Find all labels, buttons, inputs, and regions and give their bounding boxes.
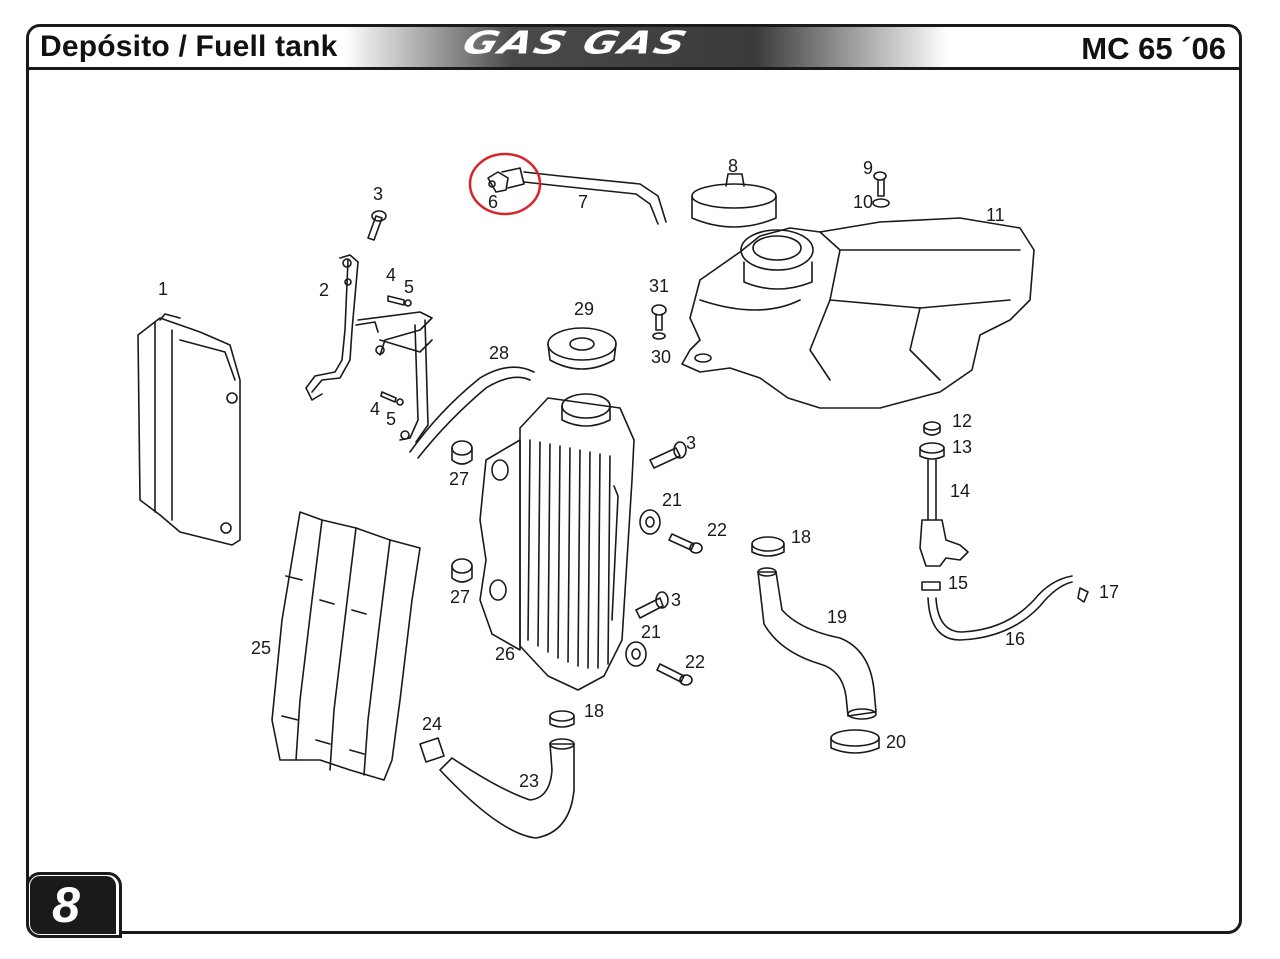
callout-19: 19: [827, 607, 847, 627]
callout-18: 18: [791, 527, 811, 547]
highlight-circle: [468, 152, 542, 216]
part-25-radiator-guard: [271, 511, 421, 781]
part-2-bracket: [305, 254, 433, 443]
callout-14: 14: [950, 481, 970, 501]
callout-3: 3: [373, 184, 383, 204]
page-frame: [26, 24, 1242, 934]
callout-23: 23: [519, 771, 539, 791]
part-18-clamp-lower: [549, 710, 575, 728]
callout-12: 12: [952, 411, 972, 431]
part-30-washer: [652, 332, 666, 340]
callout-27: 27: [449, 469, 469, 489]
part-28-overflow-hose: [409, 366, 535, 459]
part-21-grommet-upper: [639, 509, 661, 535]
part-13-nut: [919, 442, 945, 460]
callout-2: 2: [319, 280, 329, 300]
callout-15: 15: [948, 573, 968, 593]
callout-31: 31: [649, 276, 669, 296]
callout-7: 7: [578, 192, 588, 212]
callout-4: 4: [370, 399, 380, 419]
part-26-radiator: [479, 393, 635, 691]
part-11-fuel-tank: [681, 217, 1035, 409]
part-4-5-screws: [380, 295, 412, 406]
part-23-lower-hose: [439, 738, 575, 839]
part-19-radiator-hose: [757, 567, 877, 720]
part-20-clamp: [830, 729, 880, 754]
part-3-screw-right-lower: [635, 591, 669, 619]
callout-4: 4: [386, 265, 396, 285]
callout-30: 30: [651, 347, 671, 367]
callout-21: 21: [662, 490, 682, 510]
part-21-grommet-lower: [625, 641, 647, 667]
callout-8: 8: [728, 156, 738, 176]
page-number-box: [30, 876, 116, 934]
page-number: 8: [52, 877, 80, 933]
part-17-clip: [1077, 587, 1089, 603]
part-22-bolt-upper: [668, 533, 703, 554]
callout-1: 1: [158, 279, 168, 299]
callout-3: 3: [686, 433, 696, 453]
part-27-grommet-lower: [451, 558, 473, 583]
callout-9: 9: [863, 158, 873, 178]
callout-28: 28: [489, 343, 509, 363]
callout-18: 18: [584, 701, 604, 721]
callout-22: 22: [685, 652, 705, 672]
callout-27: 27: [450, 587, 470, 607]
callout-24: 24: [422, 714, 442, 734]
part-31-screw: [651, 304, 667, 331]
header-bar: [29, 27, 1239, 70]
callout-17: 17: [1099, 582, 1119, 602]
part-14-fuel-tap: [919, 459, 969, 567]
model-title: MC 65 ´06: [1081, 31, 1226, 66]
part-15-clamp: [921, 581, 941, 591]
part-12-seal: [923, 421, 941, 436]
callout-11: 11: [986, 205, 1005, 225]
part-3-screw-right-upper: [649, 441, 687, 469]
page-title: Depósito / Fuell tank: [40, 30, 338, 63]
callout-16: 16: [1005, 629, 1025, 649]
callout-21: 21: [641, 622, 661, 642]
callout-26: 26: [495, 644, 515, 664]
part-10-washer: [872, 198, 890, 208]
part-1-radiator-shroud: [137, 313, 241, 546]
callout-6: 6: [488, 192, 498, 212]
part-29-radiator-cap: [547, 327, 617, 370]
callout-22: 22: [707, 520, 727, 540]
callout-29: 29: [574, 299, 594, 319]
part-8-tank-cap: [691, 173, 777, 228]
part-18-clamp-upper: [751, 536, 785, 557]
callout-10: 10: [853, 192, 873, 212]
part-9-bolt: [873, 171, 887, 197]
part-6-fitting: [487, 167, 525, 193]
callout-labels: 1 2 3 4 5 4 5 6 7 8 9 10 11 12 13 14 15 …: [158, 156, 1119, 791]
callout-5: 5: [386, 409, 396, 429]
part-16-fuel-hose: [927, 575, 1073, 641]
callout-13: 13: [952, 437, 972, 457]
callout-5: 5: [404, 277, 414, 297]
callout-20: 20: [886, 732, 906, 752]
part-3-screw-top: [367, 210, 387, 241]
callout-3: 3: [671, 590, 681, 610]
part-27-grommet-upper: [451, 440, 473, 465]
part-22-bolt-lower: [656, 663, 693, 686]
callout-25: 25: [251, 638, 271, 658]
part-24-clamp: [419, 737, 445, 763]
part-7-breather-hose: [523, 171, 667, 225]
